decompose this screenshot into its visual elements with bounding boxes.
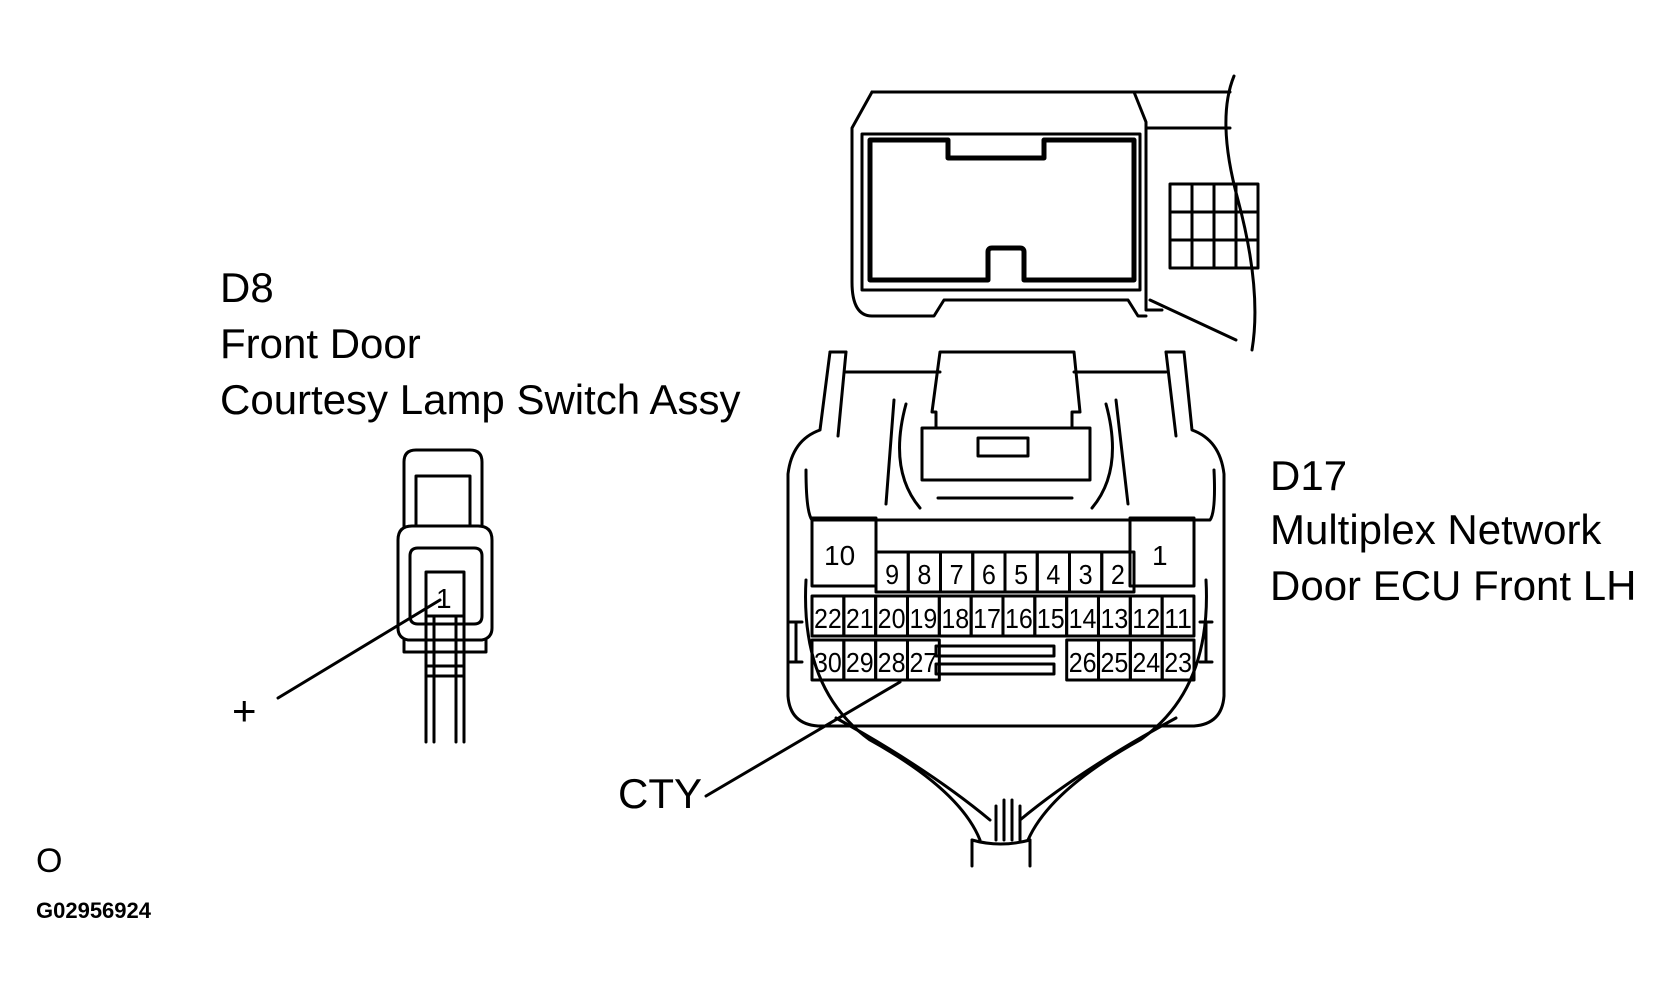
d17-pin-16: 16 bbox=[1005, 603, 1033, 634]
d8-code-label: D8 bbox=[220, 264, 274, 311]
d17-wire-harness bbox=[804, 578, 1208, 868]
d17-pin-1: 1 bbox=[1152, 540, 1168, 571]
d17-pin-11-cell bbox=[1160, 594, 1196, 638]
d17-pin-5: 5 bbox=[1014, 559, 1028, 590]
d8-connector: 1 bbox=[276, 448, 494, 744]
d8-name-line2: Courtesy Lamp Switch Assy bbox=[220, 376, 741, 423]
d17-pin-11: 11 bbox=[1164, 603, 1192, 634]
d17-pin-24: 24 bbox=[1132, 647, 1160, 678]
d17-pin-17: 17 bbox=[973, 603, 1001, 634]
d17-blank-rail-upper bbox=[934, 644, 1056, 658]
d17-pin-12: 12 bbox=[1132, 603, 1160, 634]
d17-code-label: D17 bbox=[1270, 452, 1347, 499]
footer-mark: O bbox=[36, 842, 62, 880]
d17-pin-18: 18 bbox=[941, 603, 969, 634]
d17-pin-27-cell bbox=[905, 638, 941, 682]
d17-pin-26: 26 bbox=[1069, 647, 1097, 678]
d17-mating-connector bbox=[850, 74, 1260, 352]
d17-pin-23-cell bbox=[1160, 638, 1196, 682]
d17-pin-9: 9 bbox=[885, 559, 899, 590]
d17-pin-4: 4 bbox=[1046, 559, 1060, 590]
d8-name-line1: Front Door bbox=[220, 320, 421, 367]
d17-pin-10: 10 bbox=[824, 540, 855, 571]
d17-pin-22: 22 bbox=[814, 603, 842, 634]
d17-pin-25: 25 bbox=[1101, 647, 1129, 678]
figure-id: G02956924 bbox=[36, 898, 152, 923]
d17-pin-13: 13 bbox=[1100, 603, 1128, 634]
d17-pin-3: 3 bbox=[1079, 559, 1093, 590]
d17-pin-19: 19 bbox=[909, 603, 937, 634]
d17-pin-14: 14 bbox=[1069, 603, 1097, 634]
d17-connector bbox=[786, 350, 1226, 728]
d17-cty-leader-line bbox=[704, 680, 902, 798]
d17-pin-7: 7 bbox=[950, 559, 964, 590]
d8-terminal-label: + bbox=[232, 687, 257, 734]
d17-left-bracket bbox=[788, 620, 804, 664]
d17-pin-28: 28 bbox=[878, 647, 906, 678]
d17-name-line2: Door ECU Front LH bbox=[1270, 562, 1636, 609]
d17-pin-21: 21 bbox=[846, 603, 874, 634]
d17-pin-29: 29 bbox=[846, 647, 874, 678]
d8-leader-line bbox=[276, 598, 442, 700]
d17-name-line1: Multiplex Network bbox=[1270, 506, 1602, 553]
d17-pin-20: 20 bbox=[878, 603, 906, 634]
d17-pin-15: 15 bbox=[1037, 603, 1065, 634]
d17-pin-2-cell bbox=[1100, 550, 1136, 594]
d17-cty-label: CTY bbox=[618, 770, 702, 817]
d17-blank-rail-lower bbox=[934, 662, 1056, 676]
d17-pin-8: 8 bbox=[917, 559, 931, 590]
d17-pin-2: 2 bbox=[1111, 559, 1125, 590]
d17-pin-27: 27 bbox=[909, 647, 937, 678]
d17-pin-23: 23 bbox=[1164, 647, 1192, 678]
d17-pin-6: 6 bbox=[982, 559, 996, 590]
d8-pin-1: 1 bbox=[436, 583, 452, 614]
